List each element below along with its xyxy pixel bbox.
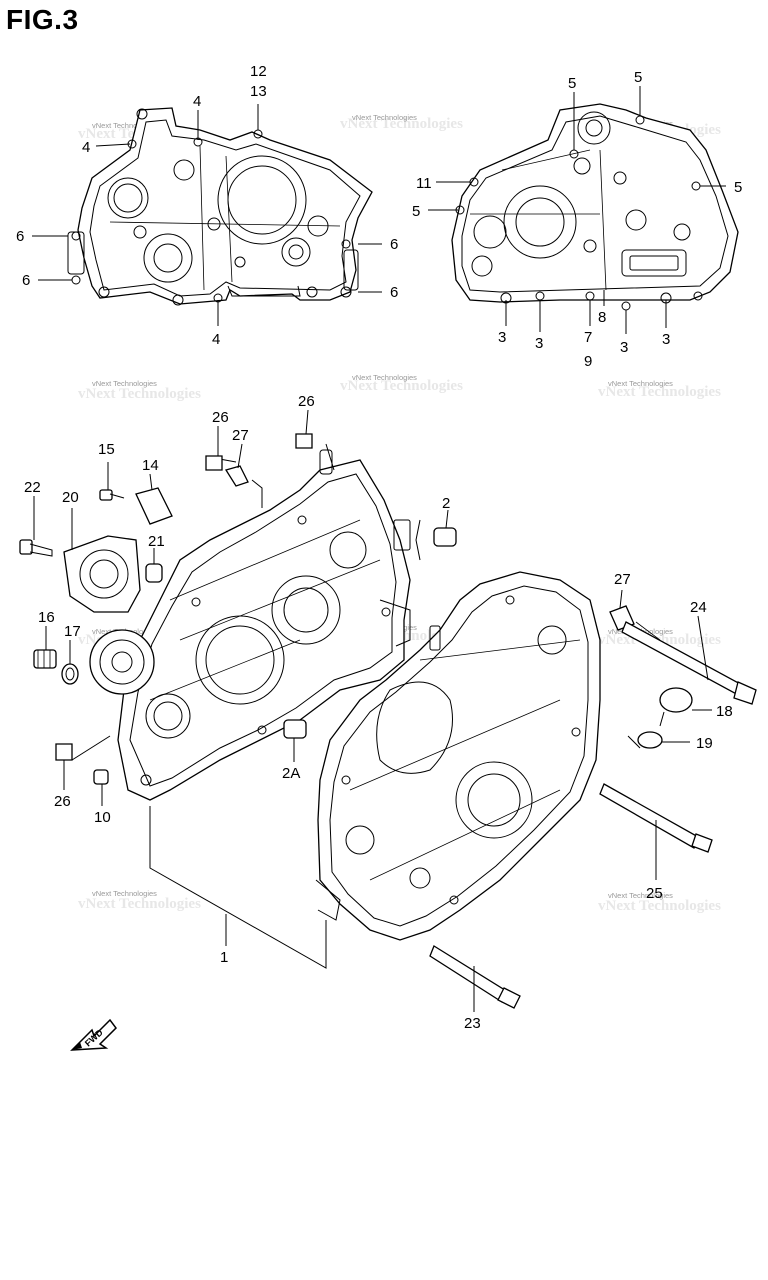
callout-12: 12 <box>250 63 267 80</box>
callout-3: 3 <box>662 331 670 348</box>
callout-18: 18 <box>716 703 733 720</box>
o-ring-19 <box>637 731 663 749</box>
watermark: vNext Technologies <box>352 373 417 382</box>
bolt-22 <box>19 539 53 557</box>
callout-9: 9 <box>584 353 592 370</box>
washer-26-upper <box>205 455 223 471</box>
left-crankcase-half-view <box>67 107 373 306</box>
callout-27: 27 <box>232 427 249 444</box>
pin-21 <box>145 563 163 583</box>
bolt-25 <box>599 783 713 853</box>
callout-5: 5 <box>734 179 742 196</box>
callout-14: 14 <box>142 457 159 474</box>
watermark: vNext Technologies <box>92 121 157 130</box>
watermark: vNext Technologies <box>598 384 721 400</box>
right-crankcase-half-view <box>451 103 739 311</box>
callout-4: 4 <box>193 93 201 110</box>
callout-2a: 2A <box>282 765 300 782</box>
callout-19: 19 <box>696 735 713 752</box>
watermark: vNext Technologies <box>608 891 673 900</box>
callout-25: 25 <box>646 885 663 902</box>
gasket-17 <box>61 663 79 685</box>
figure-title: FIG.3 <box>6 4 79 35</box>
callout-22: 22 <box>24 479 41 496</box>
callout-3: 3 <box>620 339 628 356</box>
callout-3: 3 <box>498 329 506 346</box>
right-crankcase-exploded <box>315 571 601 941</box>
pipe-14 <box>135 487 173 525</box>
bolt-24 <box>621 621 757 705</box>
callout-21: 21 <box>148 533 165 550</box>
callouts: 12 13 4 4 6 6 6 6 4 5 5 5 5 11 3 3 3 3 7… <box>16 63 742 1032</box>
dowel-27-upper <box>224 465 249 487</box>
callout-26: 26 <box>54 793 71 810</box>
callout-5: 5 <box>568 75 576 92</box>
callout-5: 5 <box>412 203 420 220</box>
callout-23: 23 <box>464 1015 481 1032</box>
callout-24: 24 <box>690 599 707 616</box>
plug-16 <box>33 649 57 669</box>
watermark: vNext Technologies <box>352 113 417 122</box>
callout-17: 17 <box>64 623 81 640</box>
washer-26-upper-right <box>295 433 313 449</box>
washer-26-lower <box>55 743 73 761</box>
fwd-arrow: FWD <box>70 1018 117 1051</box>
watermark: vNext Technologies <box>340 116 463 132</box>
callout-11: 11 <box>416 175 432 192</box>
callout-2: 2 <box>442 495 450 512</box>
callout-10: 10 <box>94 809 111 826</box>
bolt-15 <box>99 489 125 501</box>
oil-filter-housing <box>89 629 155 695</box>
callout-15: 15 <box>98 441 115 458</box>
leader-lines <box>32 86 726 1012</box>
oil-filter-cover-20 <box>63 535 141 613</box>
callout-4: 4 <box>82 139 90 156</box>
callout-1: 1 <box>220 949 228 966</box>
watermark: vNext Technologies <box>598 898 721 914</box>
callout-13: 13 <box>250 83 267 100</box>
watermark: vNext Technologies <box>78 386 201 402</box>
pin-2 <box>433 527 457 547</box>
watermark: vNext Technologies <box>92 379 157 388</box>
callout-27: 27 <box>614 571 631 588</box>
watermark: vNext Technologies <box>78 896 201 912</box>
callout-8: 8 <box>598 309 606 326</box>
callout-5: 5 <box>634 69 642 86</box>
callout-16: 16 <box>38 609 55 626</box>
callout-26: 26 <box>212 409 229 426</box>
watermark: vNext Technologies <box>608 379 673 388</box>
watermark: vNext Technologies <box>340 378 463 394</box>
callout-26: 26 <box>298 393 315 410</box>
watermark: vNext Technologies <box>92 889 157 898</box>
callout-6: 6 <box>16 228 24 245</box>
pin-2a <box>283 719 307 739</box>
oil-filler-cap-18 <box>659 687 693 727</box>
callout-6: 6 <box>390 284 398 301</box>
callout-6: 6 <box>390 236 398 253</box>
callout-7: 7 <box>584 329 592 346</box>
callout-20: 20 <box>62 489 79 506</box>
bolt-23 <box>429 945 521 1009</box>
plug-10 <box>93 769 109 785</box>
callout-3: 3 <box>535 335 543 352</box>
callout-4: 4 <box>212 331 220 348</box>
left-crankcase-exploded <box>117 443 411 801</box>
callout-6: 6 <box>22 272 30 289</box>
